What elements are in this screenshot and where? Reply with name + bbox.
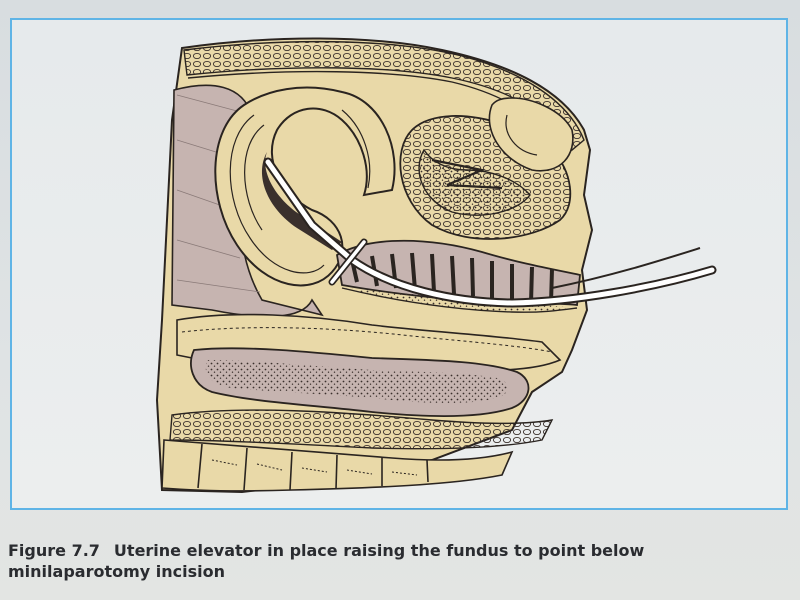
uterus — [214, 86, 396, 287]
figure-caption-text: Uterine elevator in place raising the fu… — [8, 541, 645, 581]
anatomical-illustration — [155, 37, 717, 494]
figure-label: Figure 7.7 — [8, 541, 100, 560]
figure-frame — [10, 18, 788, 510]
